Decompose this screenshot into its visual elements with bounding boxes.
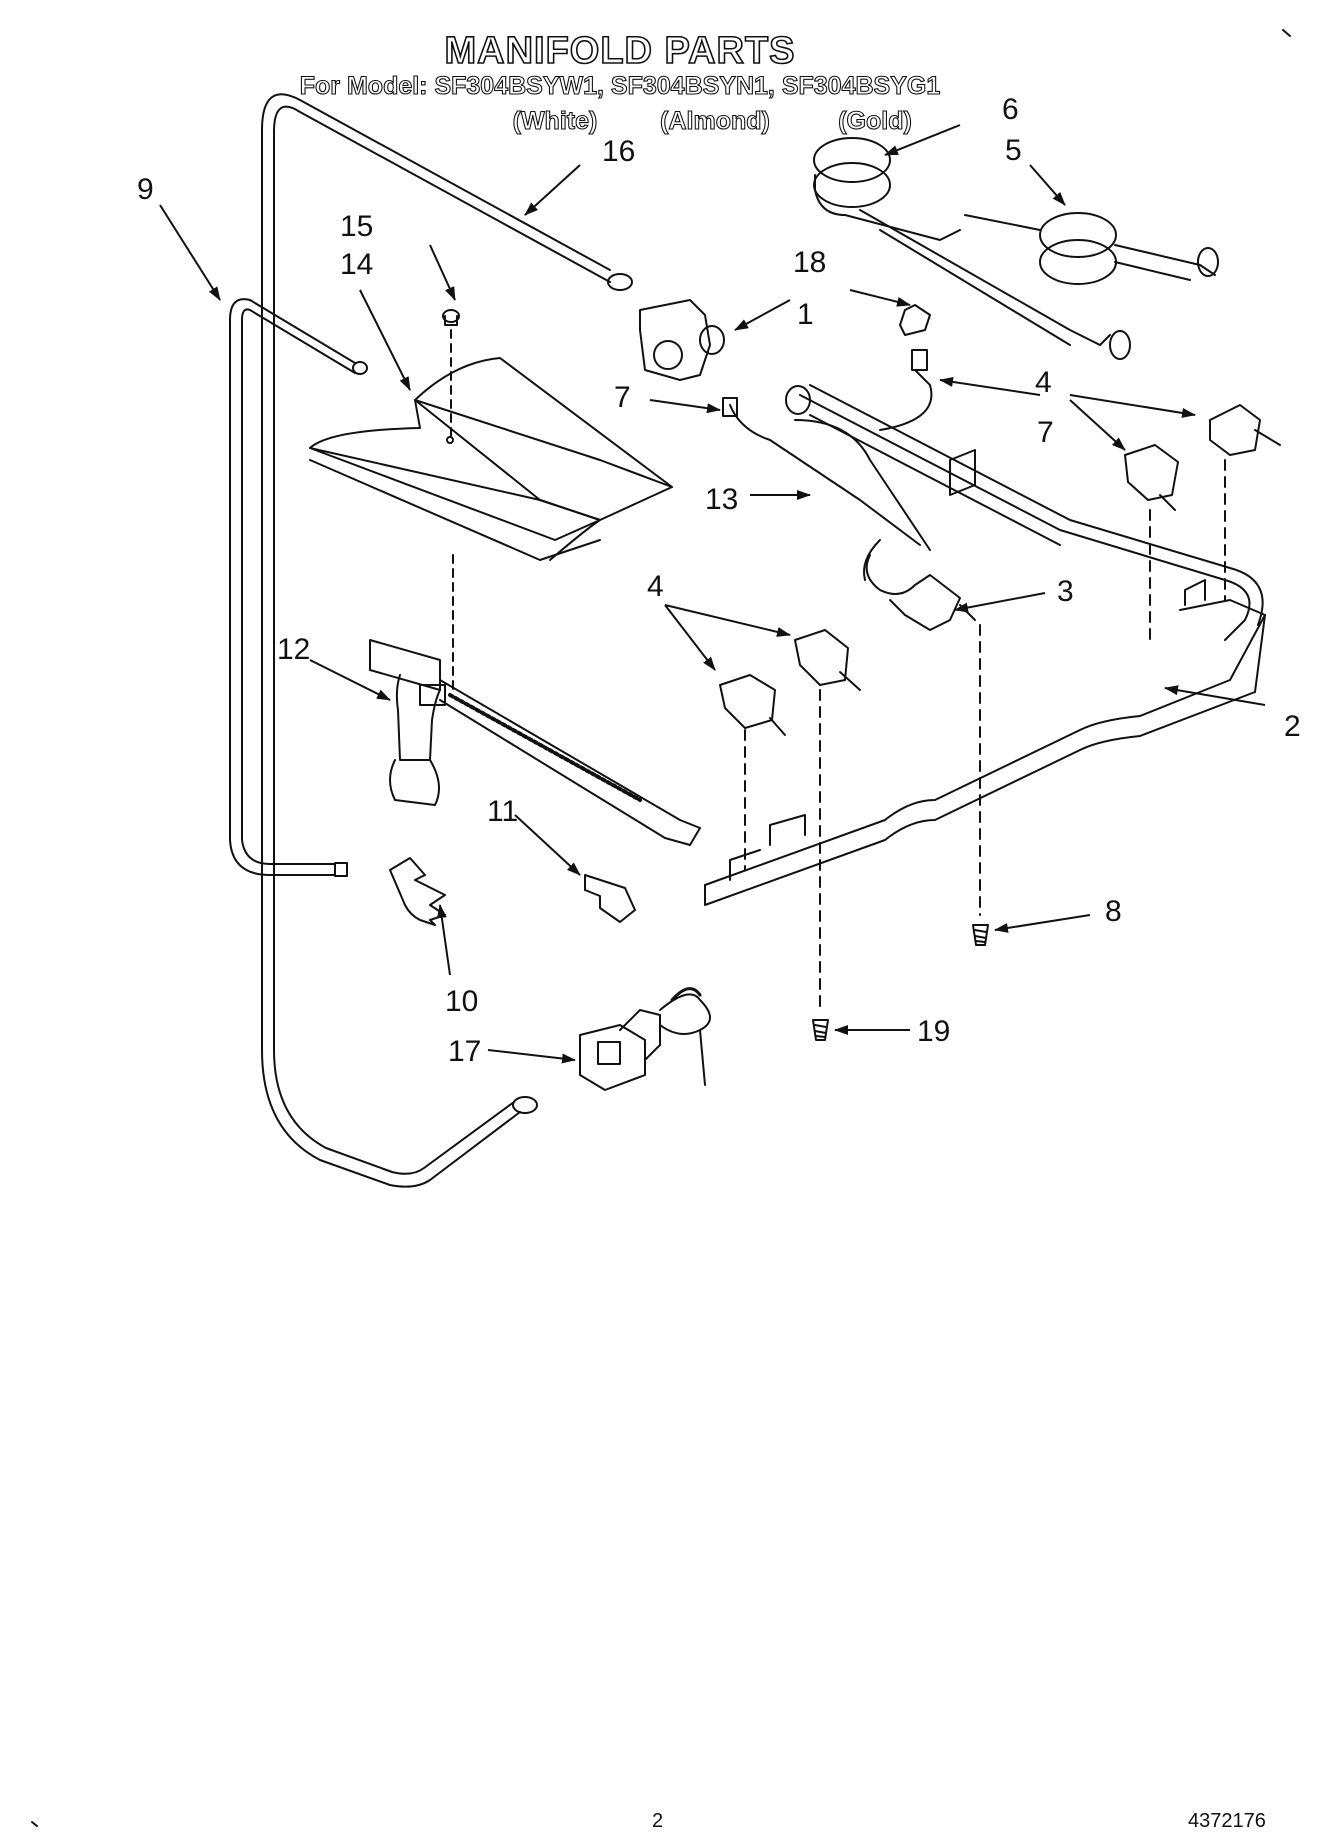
callout-17: 17 bbox=[448, 1035, 482, 1068]
callout-2: 2 bbox=[1284, 710, 1301, 743]
burner-valve-4b bbox=[1124, 444, 1179, 511]
burner-valve-4d bbox=[719, 674, 786, 736]
oven-burner-12 bbox=[369, 639, 701, 846]
gas-tube-16 bbox=[261, 93, 633, 1188]
oven-tube-9 bbox=[229, 298, 368, 877]
callout-3: 3 bbox=[1057, 575, 1074, 608]
callout-9: 9 bbox=[137, 173, 154, 206]
callout-12: 12 bbox=[277, 633, 311, 666]
thermocouple-13 bbox=[722, 349, 933, 551]
callout-13: 13 bbox=[705, 483, 739, 516]
orifice-hood-10 bbox=[389, 857, 446, 926]
surface-burner-5 bbox=[964, 212, 1219, 285]
manifold-rail-2 bbox=[704, 579, 1266, 906]
callout-4-left: 4 bbox=[647, 570, 664, 603]
callout-16: 16 bbox=[602, 135, 636, 168]
callout-4-right: 4 bbox=[1035, 366, 1052, 399]
document-number: 4372176 bbox=[1188, 1810, 1266, 1832]
page-number: 2 bbox=[652, 1810, 664, 1832]
safety-valve-3 bbox=[863, 539, 976, 631]
callout-1: 1 bbox=[797, 298, 814, 331]
model-line: For Model: SF304BSYW1, SF304BSYN1, SF304… bbox=[299, 71, 941, 100]
callout-7-right: 7 bbox=[1037, 416, 1054, 449]
thermostat-17 bbox=[579, 987, 711, 1091]
burner-valve-4a bbox=[1209, 404, 1281, 456]
screw-15 bbox=[442, 309, 460, 326]
callout-18: 18 bbox=[793, 246, 827, 279]
callout-15: 15 bbox=[340, 210, 374, 243]
color-white: (White) bbox=[512, 106, 598, 135]
callout-6: 6 bbox=[1002, 93, 1019, 126]
burner-valve-4c bbox=[794, 629, 861, 691]
clip-18 bbox=[899, 304, 931, 336]
callout-11: 11 bbox=[487, 795, 519, 828]
valve-1 bbox=[639, 299, 725, 381]
color-almond: (Almond) bbox=[660, 106, 771, 135]
callout-19: 19 bbox=[917, 1015, 951, 1048]
page-title: MANIFOLD PARTS bbox=[444, 29, 796, 73]
callout-10: 10 bbox=[445, 985, 479, 1018]
callout-14: 14 bbox=[340, 248, 374, 281]
bracket-11 bbox=[584, 874, 636, 923]
manifold-pipe bbox=[785, 384, 1264, 641]
screw-8 bbox=[972, 924, 989, 946]
color-gold: (Gold) bbox=[838, 106, 913, 135]
screw-19 bbox=[812, 1019, 829, 1041]
surface-burner-6 bbox=[813, 137, 1131, 360]
callout-5: 5 bbox=[1005, 134, 1022, 167]
baffle-14 bbox=[309, 357, 673, 561]
callout-8: 8 bbox=[1105, 895, 1122, 928]
callout-7-left: 7 bbox=[614, 381, 631, 414]
